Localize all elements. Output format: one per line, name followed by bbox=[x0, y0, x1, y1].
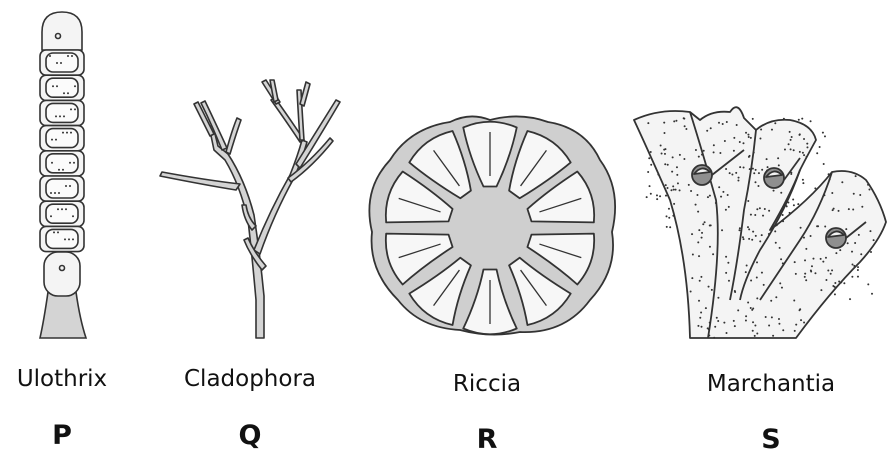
cladophora-drawing bbox=[160, 80, 340, 338]
organism-name-marchantia: Marchantia bbox=[707, 371, 835, 397]
organism-letter-q: Q bbox=[239, 420, 262, 451]
organism-letter-s: S bbox=[761, 424, 780, 455]
organism-name-riccia: Riccia bbox=[453, 371, 521, 397]
ulothrix-drawing bbox=[40, 12, 86, 338]
organism-name-cladophora: Cladophora bbox=[184, 366, 316, 392]
organism-name-ulothrix: Ulothrix bbox=[17, 366, 107, 392]
marchantia-drawing bbox=[634, 107, 886, 338]
riccia-drawing bbox=[369, 116, 615, 334]
organism-letter-p: P bbox=[52, 420, 72, 451]
organism-letter-r: R bbox=[477, 424, 498, 455]
